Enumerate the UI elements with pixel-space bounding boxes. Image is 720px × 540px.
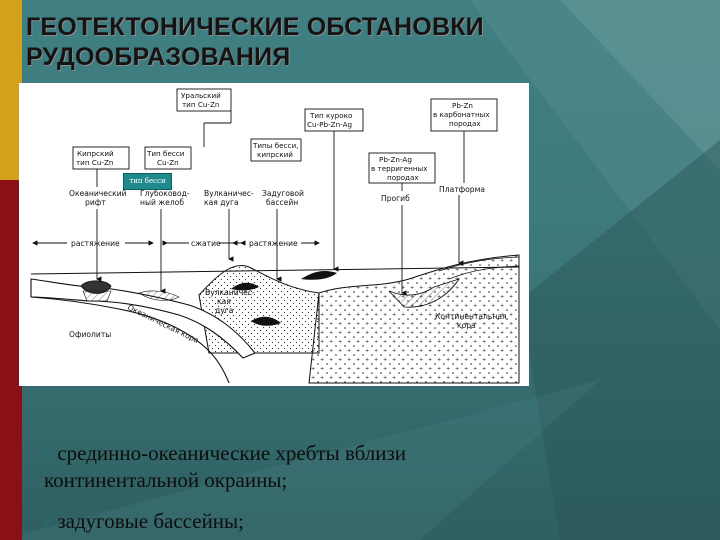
trough-sediments [388, 278, 460, 308]
svg-text:рифт: рифт [85, 198, 106, 207]
slide-title: ГЕОТЕКТОНИЧЕСКИЕ ОБСТАНОВКИ РУДООБРАЗОВА… [26, 12, 586, 72]
svg-text:в карбонатных: в карбонатных [433, 110, 490, 119]
svg-text:Вулканичес-: Вулканичес- [205, 288, 255, 297]
diagram-svg: + [30, 88, 520, 384]
geotectonic-diagram: + [19, 83, 529, 386]
bullet-text: задуговые бассейны; [57, 509, 244, 533]
svg-text:Pb-Zn: Pb-Zn [452, 101, 473, 110]
svg-text:Cu-Pb-Zn-Ag: Cu-Pb-Zn-Ag [307, 120, 352, 129]
svg-text:Прогиб: Прогиб [381, 194, 410, 203]
box-besshi-type: Тип бесси Cu-Zn [144, 146, 192, 170]
box-besshi-cyprus: Типы бесси, кипрский [250, 138, 302, 162]
bullet-item: •задуговые бассейны; [44, 508, 564, 535]
svg-text:кипрский: кипрский [257, 150, 293, 159]
box-pbzn-carbonate: Pb-Zn в карбонатных породах [430, 98, 498, 132]
svg-text:растяжение: растяжение [71, 239, 120, 248]
besshi-type-tag: тип бесси [123, 173, 172, 190]
title-line-1: ГЕОТЕКТОНИЧЕСКИЕ ОБСТАНОВКИ [26, 13, 484, 41]
arc-ore-body [231, 282, 259, 291]
accent-bar-red [0, 180, 22, 540]
continental-crust [308, 254, 520, 384]
svg-text:тип Cu-Zn: тип Cu-Zn [76, 158, 114, 167]
svg-text:Cu-Zn: Cu-Zn [157, 158, 179, 167]
svg-text:бассейн: бассейн [266, 198, 298, 207]
svg-text:Pb-Zn-Ag: Pb-Zn-Ag [379, 155, 412, 164]
title-line-2: РУДООБРАЗОВАНИЯ [26, 43, 291, 71]
svg-text:Типы бесси,: Типы бесси, [252, 141, 298, 150]
box-connectors [203, 111, 465, 272]
box-pbznag-terrigenous: Pb-Zn-Ag в терригенных породах [368, 152, 436, 184]
kuroko-ore-body [301, 271, 337, 280]
svg-text:Тип куроко: Тип куроко [309, 111, 352, 120]
svg-text:Платформа: Платформа [439, 185, 485, 194]
regime-arrows: растяжение сжатие растяжение [32, 239, 320, 248]
svg-text:Тип бесси: Тип бесси [146, 149, 185, 158]
svg-text:Вулканичес-: Вулканичес- [204, 189, 254, 198]
svg-text:Океанический: Океанический [69, 189, 127, 198]
box-cyprus-type: Кипрский тип Cu-Zn [72, 146, 130, 170]
svg-text:Континентальная: Континентальная [435, 312, 507, 321]
setting-labels: Океанический рифт Глубоковод- ный желоб … [69, 185, 485, 207]
bullet-marker: • [44, 509, 52, 533]
svg-text:дуга: дуга [215, 306, 233, 315]
svg-text:породах: породах [449, 119, 481, 128]
bullet-list: •срединно-океанические хребты вблизи кон… [44, 440, 564, 535]
bullet-text: срединно-океанические хребты вблизи конт… [44, 441, 407, 492]
svg-text:в терригенных: в терригенных [371, 164, 428, 173]
svg-text:кая: кая [217, 297, 231, 306]
svg-text:Офиолиты: Офиолиты [69, 330, 111, 339]
svg-text:кая дуга: кая дуга [204, 198, 239, 207]
bullet-marker: • [44, 441, 52, 465]
bullet-item: •срединно-океанические хребты вблизи кон… [44, 440, 564, 494]
svg-text:Кипрский: Кипрский [77, 149, 114, 158]
svg-text:Задуговой: Задуговой [262, 189, 304, 198]
svg-text:сжатие: сжатие [191, 239, 221, 248]
svg-text:кора: кора [457, 321, 476, 330]
box-kuroko-type: Тип куроко Cu-Pb-Zn-Ag [304, 108, 364, 132]
accent-bar-gold [0, 0, 22, 180]
svg-text:тип Cu-Zn: тип Cu-Zn [182, 100, 220, 109]
drop-arrows [96, 169, 464, 296]
svg-text:Глубоковод-: Глубоковод- [140, 189, 190, 198]
svg-text:ный желоб: ный желоб [140, 198, 184, 207]
svg-text:растяжение: растяжение [249, 239, 298, 248]
svg-text:породах: породах [387, 173, 419, 182]
box-ural-type: Уральский тип Cu-Zn [176, 88, 232, 112]
sea-level-line [30, 266, 520, 275]
svg-text:Уральский: Уральский [181, 91, 221, 100]
